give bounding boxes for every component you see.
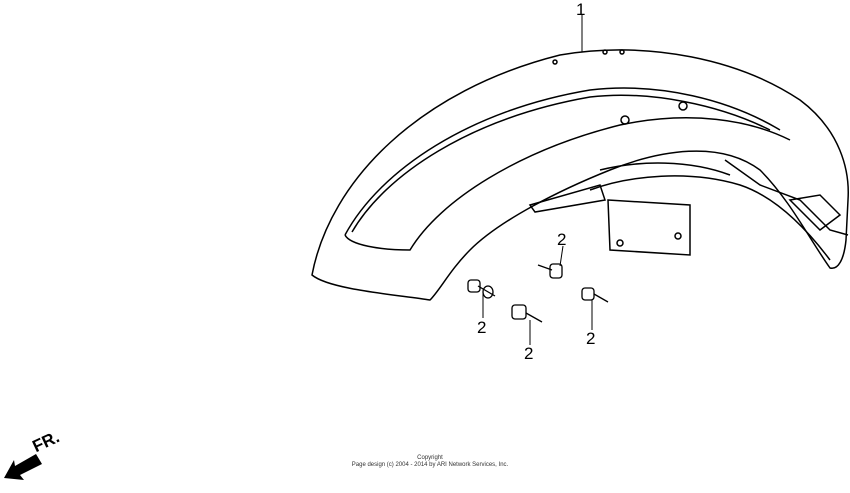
leader-lines: [482, 14, 593, 345]
front-fender: [311, 49, 849, 301]
callout-1[interactable]: 1: [576, 0, 586, 19]
arrow-down-left-icon: [4, 454, 42, 480]
copyright: Copyright Page design (c) 2004 - 2014 by…: [320, 455, 540, 469]
bolt-icon: [511, 304, 543, 323]
bolts: [467, 263, 609, 323]
callout-2[interactable]: 2: [477, 318, 487, 337]
copyright-title: Copyright: [417, 455, 443, 461]
callout-2[interactable]: 2: [557, 230, 567, 249]
callout-2[interactable]: 2: [586, 329, 596, 348]
bolt-icon: [581, 287, 609, 303]
bolt-icon: [537, 263, 563, 279]
bolt-icon: [467, 279, 496, 299]
callout-2[interactable]: 2: [524, 344, 534, 363]
copyright-text: Page design (c) 2004 - 2014 by ARI Netwo…: [351, 462, 509, 468]
